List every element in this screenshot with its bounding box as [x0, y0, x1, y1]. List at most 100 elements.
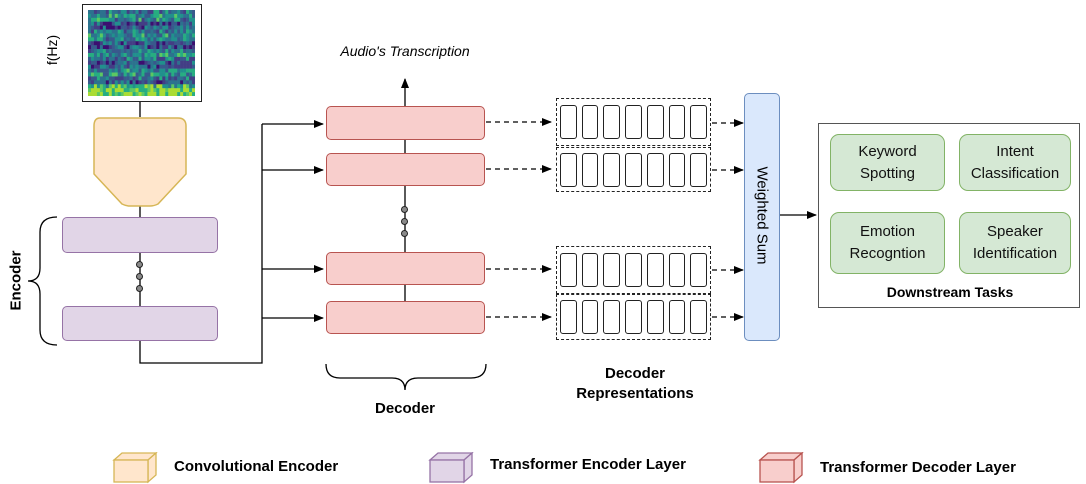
spectrogram-cell	[156, 53, 160, 58]
spectrogram-cell	[180, 84, 184, 89]
spectrogram-cell	[180, 25, 184, 30]
spectrogram-cell	[102, 72, 107, 77]
spectrogram-cell	[192, 13, 195, 19]
representation-cell	[646, 152, 664, 187]
spectrogram-cell	[180, 45, 184, 50]
spectrogram-cell	[165, 60, 169, 66]
spectrogram-cell	[189, 45, 193, 50]
spectrogram-cell	[132, 17, 136, 23]
spectrogram-cell	[171, 92, 175, 96]
spectrogram-cell	[117, 41, 121, 46]
spectrogram-cell	[132, 92, 136, 96]
spectrogram-cell	[90, 49, 95, 54]
spectrogram-cell	[135, 13, 139, 19]
spectrogram-cell	[102, 88, 107, 93]
encoder-brace	[27, 216, 58, 346]
spectrogram-cell	[147, 21, 151, 26]
spectrogram-cell	[138, 17, 142, 23]
spectrogram-cell	[156, 17, 160, 23]
spectrogram-cell	[108, 53, 113, 58]
spectrogram-cell	[189, 64, 193, 69]
spectrogram-cell	[108, 80, 113, 85]
spectrogram-cell	[135, 56, 139, 62]
spectrogram-cell	[99, 49, 104, 54]
spectrogram-cell	[123, 17, 127, 23]
spectrogram-cell	[111, 68, 116, 73]
spectrogram-cell	[183, 13, 187, 19]
spectrogram-cell	[88, 76, 92, 81]
spectrogram-cell	[102, 21, 107, 26]
spectrogram-cell	[93, 41, 98, 46]
spectrogram-cell	[90, 37, 95, 42]
spectrogram-cell	[99, 41, 104, 46]
spectrogram-cell	[174, 37, 178, 42]
spectrogram-cell	[90, 13, 95, 19]
spectrogram-cell	[186, 80, 190, 85]
spectrogram-cell	[141, 53, 145, 58]
spectrogram-cell	[90, 33, 95, 38]
spectrogram-cell	[171, 21, 175, 26]
spectrogram-cell	[102, 45, 107, 50]
spectrogram-cell	[186, 25, 190, 30]
spectrogram-cell	[141, 76, 145, 81]
spectrogram-cell	[123, 37, 127, 42]
spectrogram-cell	[132, 21, 136, 26]
spectrogram-cell	[141, 21, 145, 26]
spectrogram-cell	[180, 41, 184, 46]
spectrogram-cell	[138, 92, 142, 96]
spectrogram-cell	[111, 25, 116, 30]
spectrogram-cell	[114, 76, 119, 81]
spectrogram-cell	[168, 88, 172, 93]
spectrogram-graphic	[88, 10, 195, 96]
decoder-layer-1	[326, 106, 485, 140]
spectrogram-cell	[177, 88, 181, 93]
spectrogram-cell	[129, 21, 133, 26]
spectrogram-cell	[88, 60, 92, 66]
spectrogram-cell	[93, 10, 98, 15]
spectrogram-cell	[114, 92, 119, 96]
spectrogram-cell	[114, 56, 119, 62]
spectrogram-cell	[180, 21, 184, 26]
encoder-dot	[136, 285, 143, 292]
spectrogram-cell	[159, 84, 163, 89]
spectrogram-cell	[162, 25, 166, 30]
spectrogram-cell	[168, 64, 172, 69]
spectrogram-cell	[126, 10, 130, 15]
representation-cell	[560, 105, 577, 139]
spectrogram-cell	[117, 37, 121, 42]
spectrogram-cell	[138, 64, 142, 69]
spectrogram-cell	[129, 10, 133, 15]
spectrogram-cell	[150, 88, 154, 93]
spectrogram-cell	[144, 76, 148, 81]
spectrogram-cell	[117, 72, 121, 77]
spectrogram-cell	[105, 88, 110, 93]
spectrogram-cell	[117, 64, 121, 69]
spectrogram-cell	[192, 37, 195, 42]
spectrogram-cell	[102, 92, 107, 96]
spectrogram-cell	[138, 10, 142, 15]
decoder-dot	[401, 218, 408, 225]
spectrogram-cell	[144, 21, 148, 26]
spectrogram-cell	[144, 84, 148, 89]
spectrogram-cell	[102, 17, 107, 23]
spectrogram-cell	[126, 64, 130, 69]
spectrogram-cell	[138, 60, 142, 66]
spectrogram-cell	[123, 80, 127, 85]
spectrogram-cell	[123, 49, 127, 54]
representations-label: Decoder Representations	[555, 364, 715, 404]
spectrogram-cell	[129, 88, 133, 93]
spectrogram-cell	[174, 76, 178, 81]
spectrogram-cell	[88, 84, 92, 89]
spectrogram-cell	[96, 33, 101, 38]
spectrogram-cell	[102, 68, 107, 73]
spectrogram-cell	[168, 25, 172, 30]
spectrogram-cell	[189, 76, 193, 81]
spectrogram-cell	[117, 76, 121, 81]
spectrogram-cell	[147, 13, 151, 19]
spectrogram-cell	[171, 37, 175, 42]
spectrogram-cell	[174, 33, 178, 38]
spectrogram-cell	[162, 68, 166, 73]
spectrogram-cell	[120, 56, 124, 62]
spectrogram-cell	[105, 37, 110, 42]
